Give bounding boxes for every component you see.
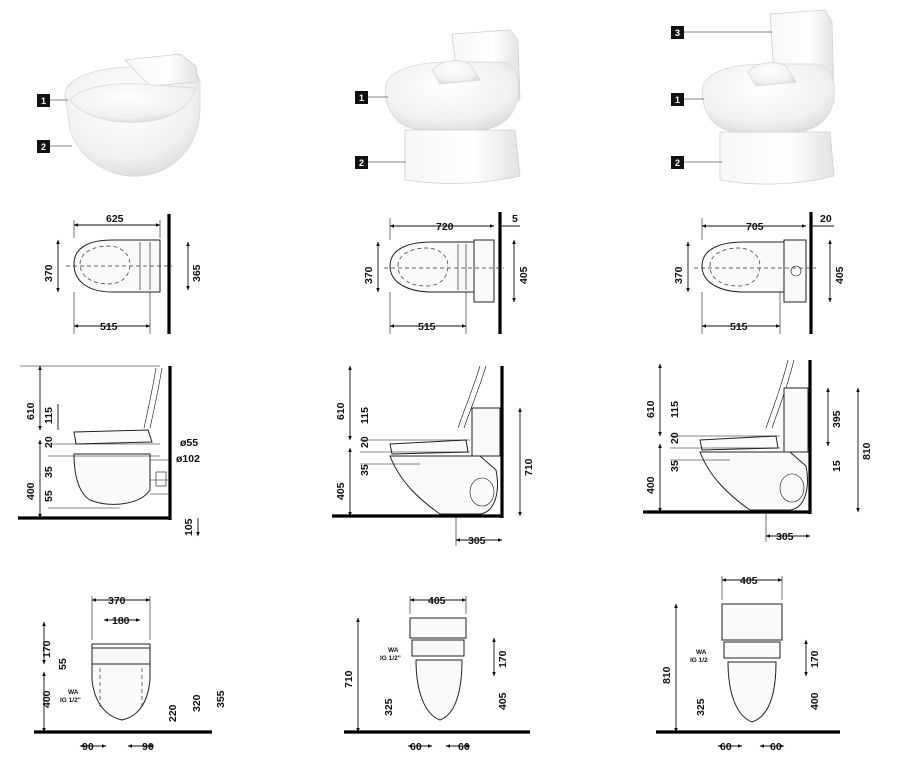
- svg-text:720: 720: [436, 221, 454, 233]
- svg-text:115: 115: [669, 401, 681, 418]
- svg-text:370: 370: [673, 266, 685, 284]
- side-view-variant-1: 610 400 115 20 35 55 ø55 ø102 105: [18, 365, 200, 537]
- badge-2-variant-2: 2: [355, 156, 406, 169]
- plan-view-variant-2: 720 5 515 370 405: [363, 212, 530, 334]
- svg-text:400: 400: [25, 482, 37, 500]
- svg-text:20: 20: [669, 432, 681, 444]
- svg-text:515: 515: [418, 321, 436, 333]
- svg-text:35: 35: [359, 464, 371, 476]
- product-photo-wall-hung: [64, 53, 201, 177]
- svg-text:405: 405: [335, 482, 347, 500]
- svg-text:355: 355: [215, 690, 227, 708]
- svg-text:WA: WA: [388, 647, 399, 654]
- svg-text:170: 170: [41, 640, 53, 658]
- plan-width-label-variant-1: 625: [106, 213, 124, 225]
- product-photo-close-coupled-tall: [701, 9, 835, 185]
- svg-text:710: 710: [343, 670, 355, 688]
- svg-text:90: 90: [142, 741, 154, 753]
- svg-text:115: 115: [359, 407, 371, 424]
- side-view-variant-2: 610 405 115 20 35 710 305: [332, 365, 535, 547]
- svg-text:705: 705: [746, 221, 764, 233]
- svg-text:405: 405: [740, 575, 758, 587]
- svg-text:365: 365: [191, 264, 203, 282]
- plan-view-variant-1: 625 515 370 365: [43, 213, 203, 334]
- svg-text:1: 1: [359, 93, 364, 103]
- svg-text:5: 5: [512, 213, 518, 225]
- svg-text:ø102: ø102: [176, 453, 200, 465]
- front-view-variant-3: 405 810 325 WA IG 1/2 170 400 60 60: [656, 575, 840, 753]
- svg-text:405: 405: [834, 266, 846, 284]
- svg-text:2: 2: [675, 158, 680, 168]
- svg-text:WA: WA: [68, 689, 79, 696]
- svg-text:IG 1/2": IG 1/2": [60, 697, 81, 704]
- svg-text:ø55: ø55: [180, 437, 198, 449]
- svg-text:60: 60: [458, 741, 470, 753]
- svg-text:170: 170: [809, 650, 821, 668]
- svg-text:15: 15: [831, 460, 843, 472]
- svg-text:105: 105: [183, 518, 195, 536]
- svg-text:1: 1: [41, 96, 46, 106]
- badge-1-variant-1: 1: [37, 94, 68, 107]
- svg-text:400: 400: [645, 476, 657, 494]
- svg-text:610: 610: [25, 402, 37, 420]
- svg-text:810: 810: [661, 666, 673, 684]
- product-photo-close-coupled: [384, 29, 521, 184]
- svg-text:180: 180: [112, 615, 130, 627]
- svg-text:610: 610: [645, 400, 657, 418]
- svg-text:55: 55: [57, 658, 69, 670]
- front-view-variant-1: 370 180 170 55 400 WA IG 1/2" 220 320 35…: [34, 595, 227, 753]
- svg-text:90: 90: [82, 741, 94, 753]
- badge-2-variant-3: 2: [671, 156, 722, 169]
- svg-text:220: 220: [167, 704, 179, 722]
- svg-text:370: 370: [108, 595, 126, 607]
- svg-text:370: 370: [43, 264, 55, 282]
- svg-text:3: 3: [675, 28, 680, 38]
- svg-text:IG 1/2": IG 1/2": [380, 655, 401, 662]
- svg-text:60: 60: [410, 741, 422, 753]
- svg-text:115: 115: [43, 407, 55, 424]
- svg-text:35: 35: [669, 460, 681, 472]
- svg-text:WA: WA: [696, 649, 707, 656]
- badge-3-variant-3: 3: [671, 26, 772, 39]
- svg-text:20: 20: [359, 436, 371, 448]
- plan-seat-label-variant-1: 515: [100, 321, 118, 333]
- side-view-variant-3: 610 400 115 20 35 395 15 810 305: [643, 359, 873, 543]
- svg-text:405: 405: [518, 266, 530, 284]
- svg-text:170: 170: [497, 650, 509, 668]
- svg-text:2: 2: [359, 158, 364, 168]
- badge-1-variant-2: 1: [355, 91, 388, 104]
- svg-text:515: 515: [730, 321, 748, 333]
- svg-text:405: 405: [428, 595, 446, 607]
- svg-text:610: 610: [335, 402, 347, 420]
- svg-text:305: 305: [468, 535, 486, 547]
- svg-text:395: 395: [831, 410, 843, 428]
- svg-text:405: 405: [497, 692, 509, 710]
- svg-text:320: 320: [191, 694, 203, 712]
- svg-text:305: 305: [776, 531, 794, 543]
- svg-text:2: 2: [41, 142, 46, 152]
- front-view-variant-2: 405 710 325 WA IG 1/2" 170 405 60 60: [343, 595, 530, 753]
- svg-text:60: 60: [770, 741, 782, 753]
- svg-text:20: 20: [43, 436, 55, 448]
- svg-text:325: 325: [383, 698, 395, 716]
- svg-text:710: 710: [523, 458, 535, 476]
- svg-text:35: 35: [43, 466, 55, 478]
- svg-text:60: 60: [720, 741, 732, 753]
- svg-text:400: 400: [809, 692, 821, 710]
- plan-view-variant-3: 705 20 515 370 405: [673, 212, 846, 334]
- svg-text:370: 370: [363, 266, 375, 284]
- badge-1-variant-3: 1: [671, 93, 704, 106]
- badge-2-variant-1: 2: [37, 140, 72, 153]
- svg-text:1: 1: [675, 95, 680, 105]
- svg-text:IG 1/2: IG 1/2: [690, 657, 708, 664]
- svg-text:810: 810: [861, 442, 873, 460]
- svg-text:55: 55: [43, 490, 55, 502]
- svg-text:325: 325: [695, 698, 707, 716]
- svg-text:400: 400: [41, 690, 53, 708]
- svg-text:20: 20: [820, 213, 832, 225]
